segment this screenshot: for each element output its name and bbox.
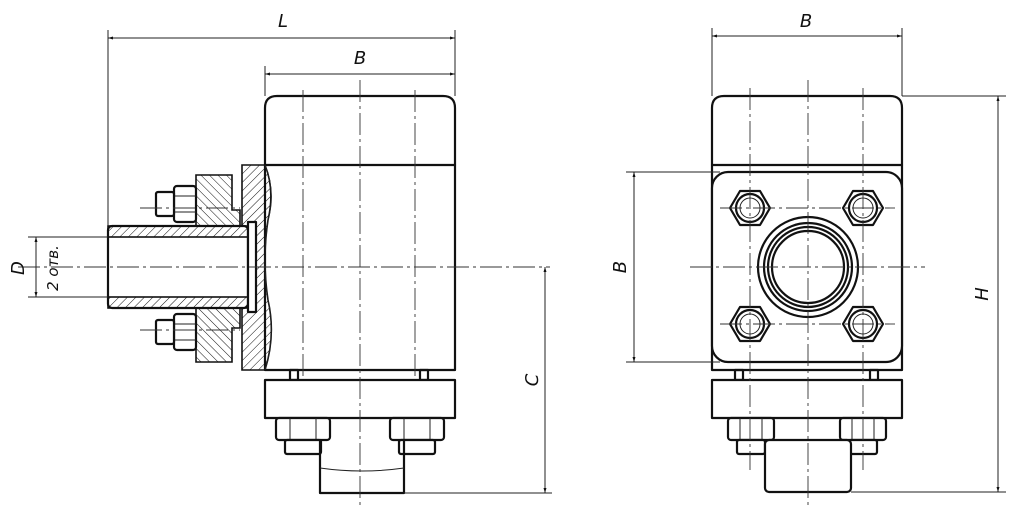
label-B-front: B	[800, 11, 812, 32]
label-B-vertical: B	[610, 261, 631, 273]
dimension-D: D 2 отв.	[8, 236, 108, 298]
bottom-port	[318, 438, 406, 495]
label-D: D	[8, 261, 29, 275]
dimension-C: C	[404, 267, 552, 494]
label-holes: 2 отв.	[44, 245, 62, 291]
pipe-wall-top	[107, 225, 249, 238]
bottom-nut-left	[274, 416, 332, 456]
dimension-H: H	[851, 95, 1006, 493]
label-H: H	[972, 287, 993, 301]
bottom-nut-right	[388, 416, 446, 456]
bolt-upper	[154, 184, 198, 224]
label-B-side: B	[354, 48, 366, 69]
pipe-wall-bottom	[107, 296, 249, 309]
flange-upper-section	[195, 174, 241, 231]
dimension-B-front: B	[711, 11, 903, 96]
bolt-lower	[154, 312, 198, 352]
front-cover	[710, 94, 904, 167]
dimension-L: L	[107, 11, 456, 226]
label-L: L	[278, 11, 288, 32]
front-bottom-plate	[710, 378, 904, 420]
front-bottom-nut-left	[726, 416, 776, 456]
label-C: C	[522, 373, 543, 386]
side-view	[18, 80, 550, 505]
flange-lower-section	[195, 307, 241, 363]
dimension-B-side: B	[264, 48, 455, 96]
front-view	[690, 80, 925, 505]
dimension-B-vertical: B	[610, 171, 720, 363]
break-line	[264, 164, 272, 371]
